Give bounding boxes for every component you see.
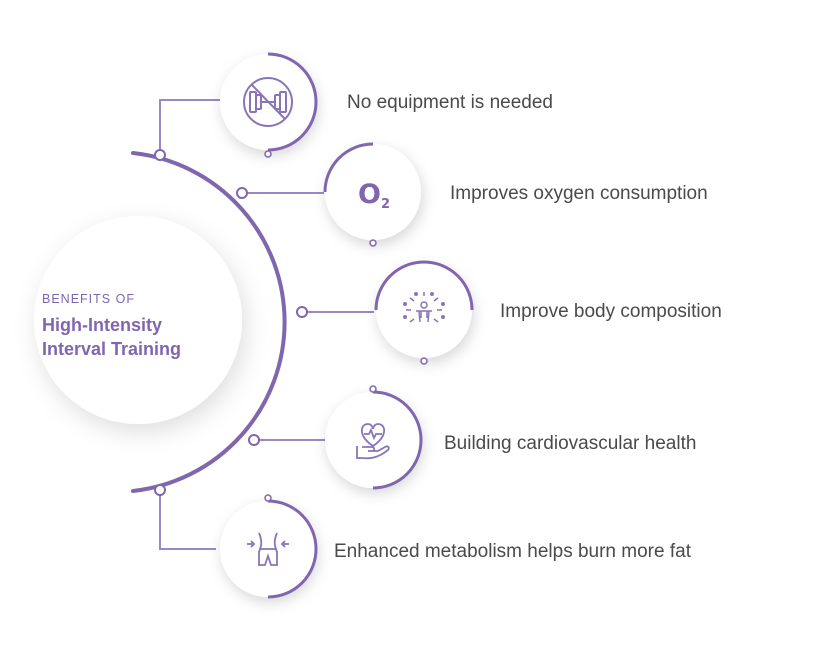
center-title-line-1: High-Intensity xyxy=(42,315,162,335)
waist-icon xyxy=(247,532,289,566)
benefit-2-label: Improves oxygen consumption xyxy=(450,183,708,204)
arc-node-4 xyxy=(248,434,260,446)
benefit-2-icon-circle: O2 xyxy=(323,142,421,247)
heart-hand-icon xyxy=(356,423,390,460)
benefit-3-label: Improve body composition xyxy=(500,301,722,322)
o2-icon: O2 xyxy=(358,179,390,212)
connector-5 xyxy=(159,490,216,550)
benefit-5-label: Enhanced metabolism helps burn more fat xyxy=(334,541,692,562)
benefit-4-icon-circle xyxy=(325,385,423,490)
body-radiate-icon xyxy=(403,292,445,323)
benefit-1-icon-circle xyxy=(220,52,318,158)
benefit-3-icon-circle xyxy=(374,260,474,365)
connector-1 xyxy=(159,99,220,155)
arc-node-5 xyxy=(154,484,166,496)
benefit-1-label: No equipment is needed xyxy=(347,92,553,113)
center-title-line-2: Interval Training xyxy=(42,339,182,359)
connectors xyxy=(159,99,374,550)
arc-node-2 xyxy=(236,187,248,199)
center-subtitle: BENEFITS OF xyxy=(42,292,135,306)
benefit-4-label: Building cardiovascular health xyxy=(444,433,696,454)
main-arc xyxy=(131,151,287,493)
arc-node-1 xyxy=(154,149,166,161)
center-circle xyxy=(34,216,242,424)
arc-node-3 xyxy=(296,306,308,318)
no-dumbbell-icon xyxy=(243,77,293,127)
arc-nodes xyxy=(154,149,308,496)
center-title: BENEFITS OF High-Intensity Interval Trai… xyxy=(42,292,242,361)
benefit-5-icon-circle xyxy=(220,494,318,599)
